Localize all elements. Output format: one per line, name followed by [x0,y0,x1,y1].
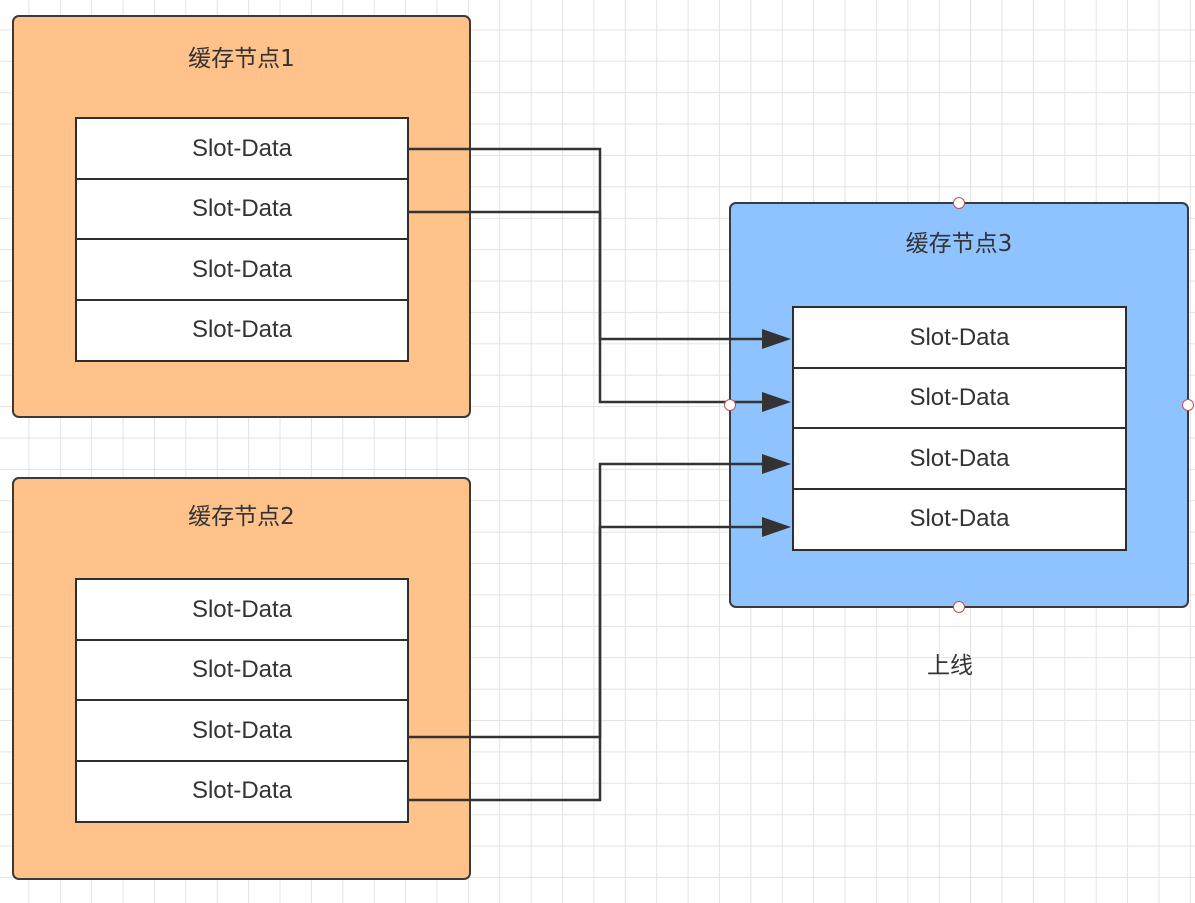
edge-node1-slot1-to-node3-slot1[interactable] [408,147,772,341]
slot-cell[interactable]: Slot-Data [75,578,409,641]
slot-cell[interactable]: Slot-Data [792,427,1127,490]
slot-cell[interactable]: Slot-Data [75,238,409,301]
slot-cell[interactable]: Slot-Data [792,306,1127,369]
resize-handle-right[interactable] [1182,399,1194,411]
slot-cell[interactable]: Slot-Data [75,177,409,241]
cache-node-2[interactable]: 缓存节点2 Slot-Data Slot-Data Slot-Data Slot… [12,477,471,880]
node-title: 缓存节点3 [905,231,1013,257]
slot-table: Slot-Data Slot-Data Slot-Data Slot-Data [75,578,409,823]
resize-handle-top[interactable] [953,197,965,209]
slot-cell[interactable]: Slot-Data [75,638,409,702]
slot-cell[interactable]: Slot-Data [75,699,409,762]
slot-cell[interactable]: Slot-Data [75,298,409,362]
edge-node1-slot2-to-node3-slot2[interactable] [408,210,772,404]
arrow-head [762,329,791,349]
resize-handle-bottom[interactable] [953,601,965,613]
caption-online: 上线 [927,653,973,679]
edge-node2-slot3-to-node3-slot3[interactable] [408,462,772,739]
resize-handle-left[interactable] [724,399,736,411]
slot-table: Slot-Data Slot-Data Slot-Data Slot-Data [792,306,1127,551]
slot-table: Slot-Data Slot-Data Slot-Data Slot-Data [75,117,409,362]
cache-node-1[interactable]: 缓存节点1 Slot-Data Slot-Data Slot-Data Slot… [12,15,471,418]
slot-cell[interactable]: Slot-Data [75,759,409,823]
edge-node2-slot4-to-node3-slot4[interactable] [408,525,772,802]
arrow-head [762,517,791,537]
node-title: 缓存节点1 [188,46,295,72]
slot-cell[interactable]: Slot-Data [792,487,1127,551]
arrow-head [762,392,791,412]
arrow-head [762,454,791,474]
node-title: 缓存节点2 [188,504,295,530]
cache-node-3[interactable]: 缓存节点3 Slot-Data Slot-Data Slot-Data Slot… [729,202,1189,608]
